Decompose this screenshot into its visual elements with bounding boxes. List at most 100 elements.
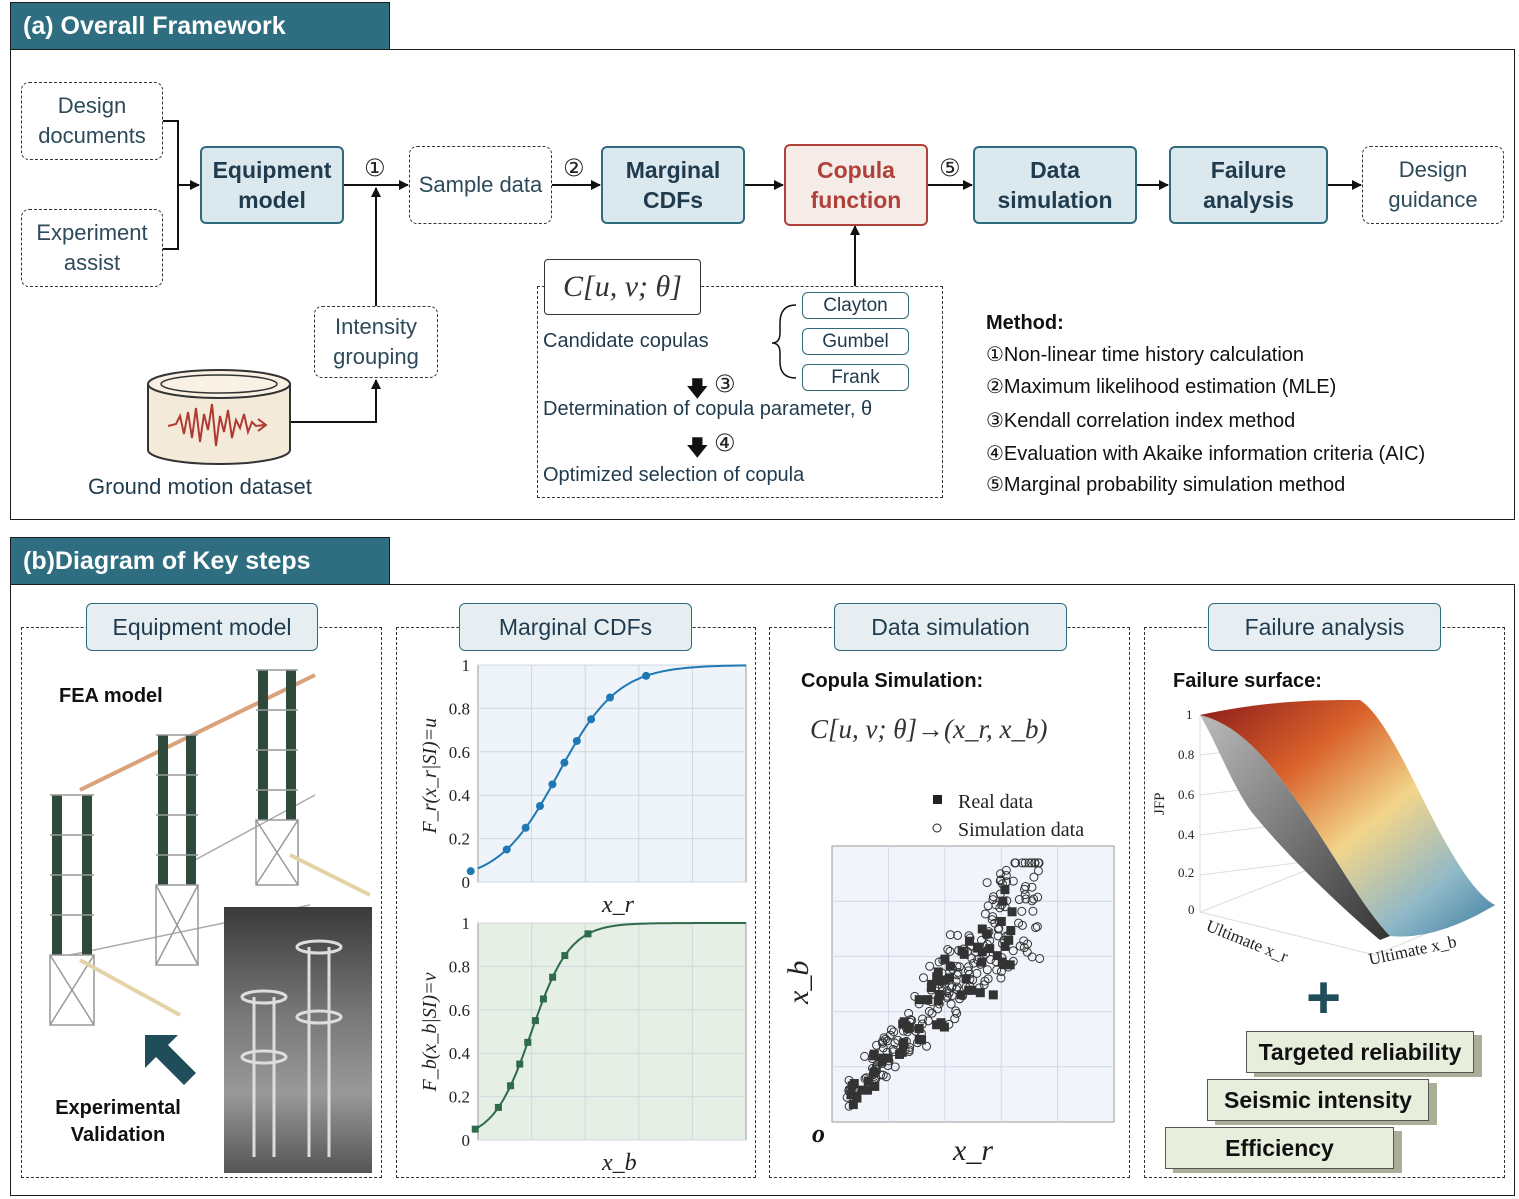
down-arrow-icon: 🡇 [686,376,709,401]
y-tick-label: 1 [462,656,471,675]
real-point [940,954,950,964]
fea-label: FEA model [59,685,163,707]
sim-point [983,974,993,984]
data-point [548,780,557,789]
y-tick-label: 0.4 [449,786,471,805]
x-axis-label: x_r [952,1134,993,1167]
sim-point [1001,870,1011,880]
sim-point [1011,858,1021,868]
sim-point [1019,884,1029,894]
data-simulation-panel-title: Data simulation [834,603,1067,651]
data-point [502,845,511,854]
real-point [956,990,966,1000]
sim-point [1027,952,1037,962]
real-point [932,972,942,982]
ground-motion-label: Ground motion dataset [88,474,312,499]
z-tick: 0.2 [1178,865,1194,880]
sim-point [1020,858,1030,868]
real-point [857,1085,867,1095]
sim-point [918,1014,928,1024]
sim-point [988,892,998,902]
real-point [1005,960,1015,970]
data-point [584,930,592,938]
y-tick-label: 0 [462,873,471,892]
real-point [914,995,924,1005]
marginal-cdfs-box: Marginal CDFs [601,146,745,224]
real-point [899,1038,909,1048]
efficiency-box: Efficiency [1165,1127,1394,1169]
real-point [997,957,1007,967]
sim-point [945,946,955,956]
sim-point [946,999,956,1009]
real-point [852,1093,862,1103]
z-axis-label: JFP [1152,792,1168,815]
y-axis-label: F_r(x_r|SI)=u [419,718,441,835]
copula-formula: C[u, v; θ] [544,259,701,315]
section-b-title: (b)Diagram of Key steps [10,537,390,585]
method-item: ②Maximum likelihood estimation (MLE) [986,376,1337,398]
sim-point [860,1051,870,1061]
real-point [975,988,985,998]
plus-icon: + [1306,964,1342,1031]
real-point [992,951,1002,961]
copula-simulation-label: Copula Simulation: [801,670,984,692]
sim-point [872,1040,882,1050]
sim-point [953,967,963,977]
z-tick: 0 [1188,902,1195,917]
data-point [507,1082,515,1090]
z-tick: 0.6 [1178,787,1195,802]
arrow-up-left-icon [145,1035,196,1085]
method-item: ①Non-linear time history calculation [986,344,1305,366]
y-tick-label: 0 [462,1131,471,1150]
sim-point [996,973,1006,983]
real-point [961,974,971,984]
sim-point [982,878,992,888]
real-point [878,1053,888,1063]
sim-point [888,1044,898,1054]
failure-analysis-box: Failure analysis [1169,146,1328,224]
z-tick: 0.8 [1178,747,1194,762]
data-point [466,867,475,876]
real-point [914,1024,924,1034]
real-point [996,916,1006,926]
y-axis-label: F_b(x_b|SI)=v [419,972,441,1092]
sim-point [924,1006,934,1016]
real-point [957,946,967,956]
real-point [1006,926,1016,936]
sim-point [1032,922,1042,932]
real-point [988,990,998,1000]
sim-point [988,912,998,922]
sim-point [925,961,935,971]
sim-point [1029,872,1039,882]
legend-label: Real data [958,791,1033,813]
section-b-frame [10,584,1515,1196]
y-tick-label: 0.6 [449,1001,470,1020]
data-point [494,1103,502,1111]
gumbel-pill: Gumbel [802,328,909,355]
step4-marker: ④ [714,429,736,457]
real-point [944,973,954,983]
cdf-r-chart: 00.20.40.60.81x_rF_r(x_r|SI)=u [419,656,747,915]
real-point [934,990,944,1000]
sample-data-box: Sample data [409,146,552,224]
sim-point [1028,906,1038,916]
real-point [927,979,937,989]
sim-point [996,875,1006,885]
real-point [846,1090,856,1100]
simulation-formula: C[u, v; θ]→(x_r, x_b) [810,714,1048,744]
jfp-ticks: 1 0.8 0.6 0.4 0.2 0 [1178,707,1195,917]
z-tick: 0.4 [1178,827,1195,842]
sim-point [953,930,963,940]
sim-point [890,1062,900,1072]
real-point [932,1020,942,1030]
sim-point [945,930,955,940]
x-axis-label: x_r [601,892,635,915]
failure-surface-label: Failure surface: [1173,670,1322,692]
data-point [471,1125,479,1133]
design-guidance-box: Design guidance [1362,146,1504,224]
real-point [883,1053,893,1063]
real-point [1000,941,1010,951]
real-point [939,975,949,985]
sim-point [1014,895,1024,905]
legend-marker-real [933,795,942,804]
